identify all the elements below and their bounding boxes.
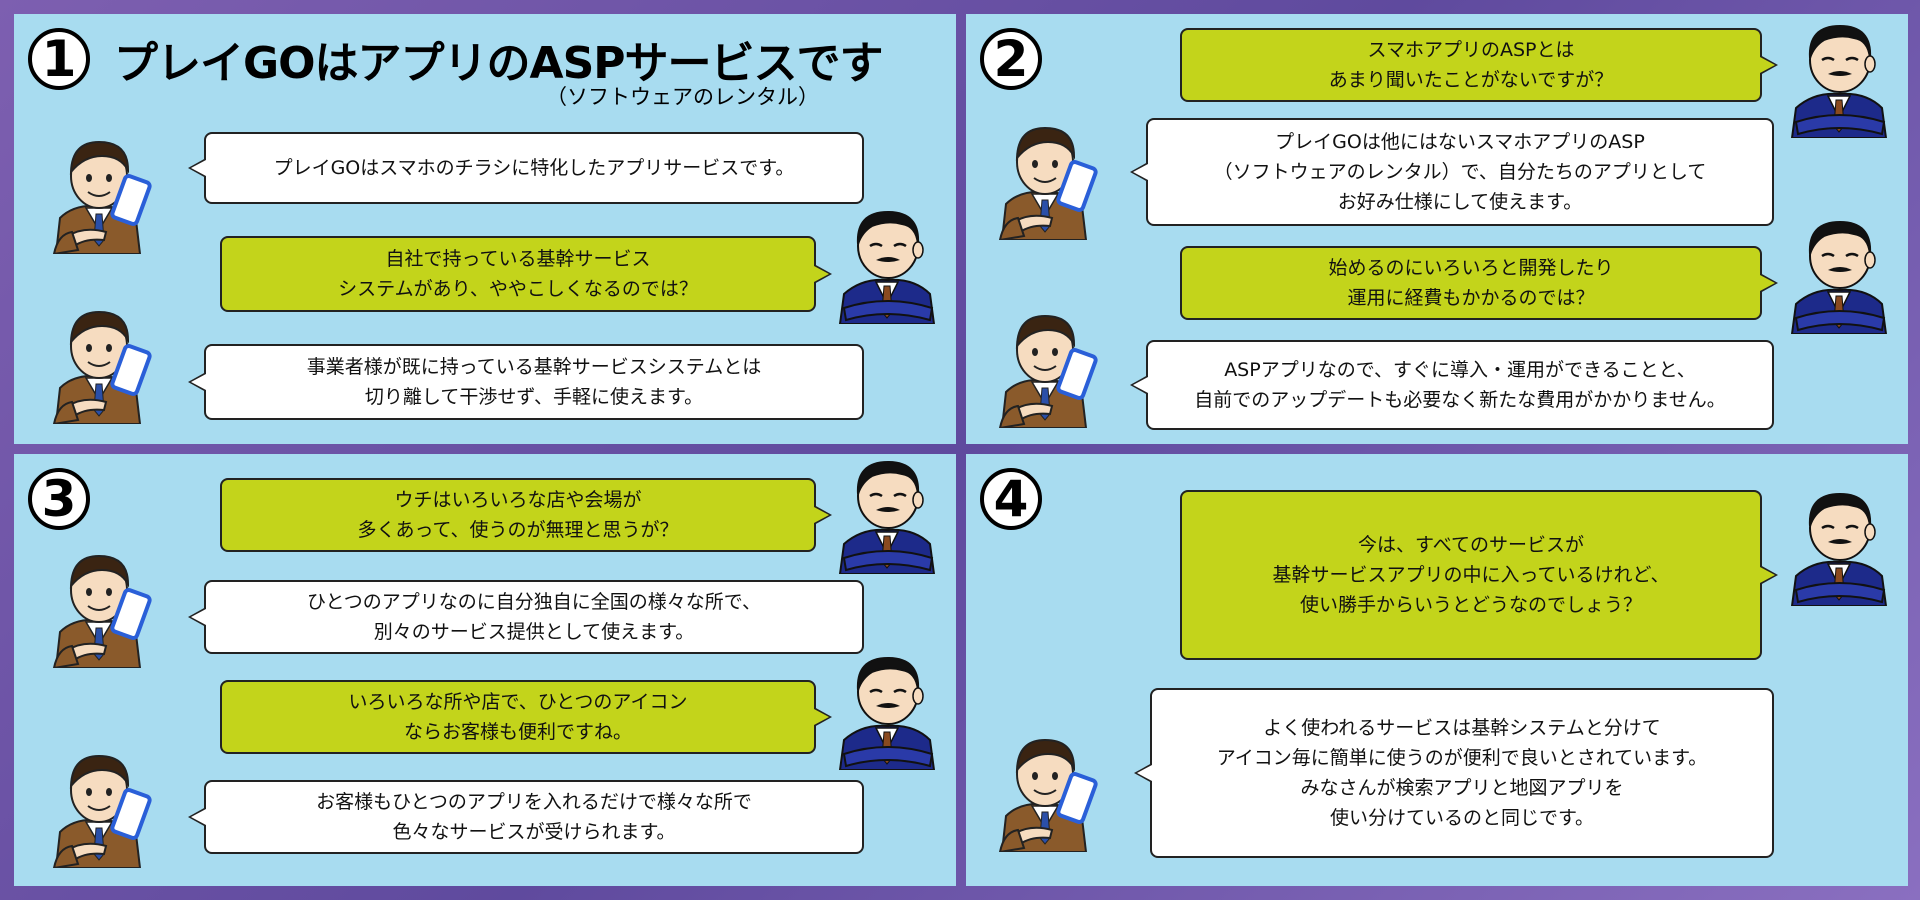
presenter-illustration [990,732,1100,852]
page-title: プレイGOはアプリのASPサービスです [114,38,884,89]
bubble-text: ひとつのアプリなのに自分独自に全国の様々な所で、 別々のサービス提供として使えま… [307,591,761,643]
bubble-text: 自社で持っている基幹サービス システムがあり、ややこしくなるのでは？ [338,248,698,300]
bubble-text: スマホアプリのASPとは あまり聞いたことがないですが？ [1328,39,1614,91]
speech-bubble-answer: お客様もひとつのアプリを入れるだけで様々な所で 色々なサービスが受けられます。 [188,780,864,854]
bubble-text: 始めるのにいろいろと開発したり 運用に経費もかかるのでは？ [1328,257,1614,309]
speech-bubble-answer: よく使われるサービスは基幹システムと分けて アイコン毎に簡単に使うのが便利で良い… [1134,688,1774,858]
bubble-text: プレイGOはスマホのチラシに特化したアプリサービスです。 [273,157,795,179]
bubble-text: プレイGOは他にはないスマホアプリのASP （ソフトウェアのレンタル）で、自分た… [1213,131,1707,213]
panel-number: 1 [28,28,90,90]
page-subtitle: （ソフトウェアのレンタル） [546,85,819,109]
bubble-text: ASPアプリなので、すぐに導入・運用ができることと、 自前でのアップデートも必要… [1194,359,1726,411]
speech-bubble-question: ウチはいろいろな店や会場が 多くあって、使うのが無理と思うが？ [220,478,832,552]
speech-bubble-question: 今は、すべてのサービスが 基幹サービスアプリの中に入っているけれど、 使い勝手か… [1180,490,1778,660]
bubble-text: お客様もひとつのアプリを入れるだけで様々な所で 色々なサービスが受けられます。 [316,791,752,843]
speech-bubble-answer: 事業者様が既に持っている基幹サービスシステムとは 切り離して干渉せず、手軽に使え… [188,344,864,420]
panel-3: 3 ウチはいろいろな店や会場が 多くあって、使うのが無理と思うが？ ひとつのアプ… [14,454,956,886]
boss-illustration [832,454,942,574]
presenter-illustration [44,304,154,424]
panel-1: 1 プレイGOはアプリのASPサービスです （ソフトウェアのレンタル） プレイG… [14,14,956,444]
boss-illustration [1784,486,1894,606]
bubble-text: 今は、すべてのサービスが 基幹サービスアプリの中に入っているけれど、 使い勝手か… [1272,534,1670,616]
presenter-illustration [990,120,1100,240]
bubble-text: ウチはいろいろな店や会場が 多くあって、使うのが無理と思うが？ [357,489,679,541]
boss-illustration [832,204,942,324]
panel-2: 2 スマホアプリのASPとは あまり聞いたことがないですが？ プレイGOは他には… [966,14,1908,444]
boss-illustration [832,650,942,770]
speech-bubble-answer: ASPアプリなので、すぐに導入・運用ができることと、 自前でのアップデートも必要… [1130,340,1774,430]
speech-bubble-answer: プレイGOはスマホのチラシに特化したアプリサービスです。 [188,132,864,204]
presenter-illustration [990,308,1100,428]
speech-bubble-question: いろいろな所や店で、ひとつのアイコン ならお客様も便利ですね。 [220,680,832,754]
bubble-text: 事業者様が既に持っている基幹サービスシステムとは 切り離して干渉せず、手軽に使え… [306,356,762,408]
bubble-text: よく使われるサービスは基幹システムと分けて アイコン毎に簡単に使うのが便利で良い… [1216,717,1708,829]
speech-bubble-question: スマホアプリのASPとは あまり聞いたことがないですが？ [1180,28,1778,102]
panel-number: 3 [28,468,90,530]
speech-bubble-answer: プレイGOは他にはないスマホアプリのASP （ソフトウェアのレンタル）で、自分た… [1130,118,1774,226]
panel-4: 4 今は、すべてのサービスが 基幹サービスアプリの中に入っているけれど、 使い勝… [966,454,1908,886]
boss-illustration [1784,18,1894,138]
panel-number: 2 [980,28,1042,90]
bubble-text: いろいろな所や店で、ひとつのアイコン ならお客様も便利ですね。 [348,691,688,743]
speech-bubble-question: 始めるのにいろいろと開発したり 運用に経費もかかるのでは？ [1180,246,1778,320]
presenter-illustration [44,134,154,254]
presenter-illustration [44,748,154,868]
speech-bubble-answer: ひとつのアプリなのに自分独自に全国の様々な所で、 別々のサービス提供として使えま… [188,580,864,654]
speech-bubble-question: 自社で持っている基幹サービス システムがあり、ややこしくなるのでは？ [220,236,832,312]
boss-illustration [1784,214,1894,334]
presenter-illustration [44,548,154,668]
panel-number: 4 [980,468,1042,530]
